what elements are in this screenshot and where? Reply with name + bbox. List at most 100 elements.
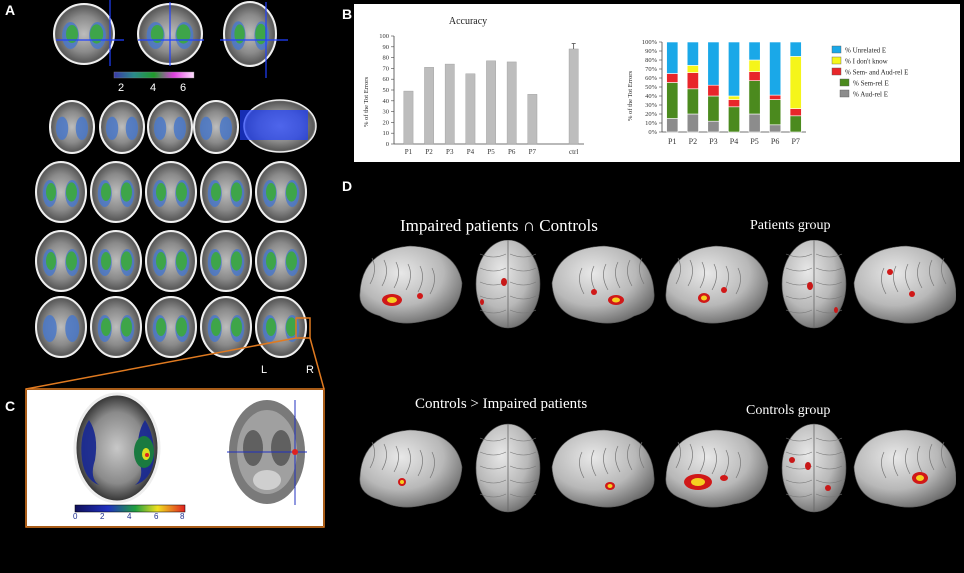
x-tick-label: P7 [529,148,537,156]
overlay-green [211,318,221,336]
overlay-green [286,182,297,202]
stacked-bar-segment [707,95,720,122]
brain-slice-coronal [53,3,115,65]
colorbar-a [113,71,195,79]
overlay-blue [153,116,167,140]
colorbar-a-label: 4 [150,82,157,94]
x-tick-label: P3 [446,148,454,156]
sulcus [917,445,923,473]
group-title-patients: Patients group [750,218,831,233]
brain-lateral [853,245,956,324]
activation-spot [721,287,727,293]
sulcus [699,445,705,473]
overlay-green [101,318,111,336]
sulcus [405,263,411,291]
brain-lateral [359,245,463,324]
sulcus [815,479,843,484]
sulcus [479,465,507,470]
overlay-green [231,251,242,271]
sulcus [675,257,681,285]
sulcus [723,449,729,477]
overlay-green [266,183,276,201]
y-tick-label: 100% [642,39,658,46]
y-tick-label: 20 [383,119,390,126]
activation-spot [591,289,597,295]
stacked-bar-segment [728,95,740,100]
sulcus [941,441,947,469]
brain-slice-axial [223,1,277,67]
legend-label: % Aud-rel E [853,91,888,99]
brain-slice-axial [90,161,142,223]
y-tick-label: 90 [383,44,390,51]
y-tick-label: 50 [383,87,390,94]
sulcus [785,295,813,300]
x-tick-label: P6 [771,137,779,146]
colorbar-c-label: 2 [100,512,105,521]
sulcus [603,263,609,291]
brain-lateral [665,429,769,508]
activation-peak [612,297,620,303]
sulcus [675,441,681,469]
overlay-green [211,183,221,201]
activation-peak [387,297,397,303]
sulcus [509,295,537,300]
overlay-green [176,182,187,202]
colorbar-a-label: 2 [118,82,125,94]
stacked-bar-segment [769,99,782,126]
sulcus [417,449,423,477]
sulcus [639,257,645,285]
sulcus [369,441,375,469]
brain-slice-axial [255,161,307,223]
stacked-bar-segment [728,41,740,97]
overlay-green [211,252,221,270]
sulcus [509,465,537,470]
x-tick-label: P3 [709,137,717,146]
sulcus [893,449,899,477]
brain-slice-axial [49,100,95,154]
stacked-bar-segment [789,108,802,117]
stacked-bar-segment [666,118,679,133]
sulcus [579,451,585,479]
overlay-green [150,25,164,43]
overlay-blue [173,116,187,140]
brain-slice-montage [35,0,317,358]
accuracy-bar [465,73,476,145]
sulcus [711,263,717,291]
overlay-green [255,23,267,45]
stacked-bar-segment [769,124,782,133]
group-title-controls: Controls group [746,403,831,418]
brain-slice-axial [145,296,197,358]
sulcus [815,281,843,286]
colorbar-c-label: 0 [73,512,78,521]
stacked-bar-segment [769,94,782,100]
activation-peak [400,480,404,484]
zoom-connector [25,317,325,528]
sulcus [509,253,537,258]
sulcus [815,437,843,442]
sulcus [687,443,693,471]
legend-label: % Unrelated E [845,47,886,55]
overlay-green [266,318,276,336]
accuracy-bar [444,63,455,145]
activation-peak [691,478,705,486]
legend-label: % I don't know [845,58,889,66]
brain-slice-axial [35,161,87,223]
activation-spot [825,485,831,491]
overlay-blue [199,116,213,140]
x-tick-label: P1 [405,148,413,156]
sulcus [881,451,887,479]
group-title-controls-gt: Controls > Impaired patients [415,396,588,412]
overlay-green [231,317,242,337]
slice-range-band [240,110,308,140]
brain-slice-axial [35,296,87,358]
sulcus [639,441,645,469]
brain-slice-axial [255,230,307,292]
sulcus [417,265,423,293]
sulcus [381,259,387,287]
stacked-bar-segment [789,41,802,57]
brain-slice-axial [35,230,87,292]
sulcus [785,451,813,456]
legend-swatch [831,45,842,54]
stacked-bar-segment [789,56,802,109]
